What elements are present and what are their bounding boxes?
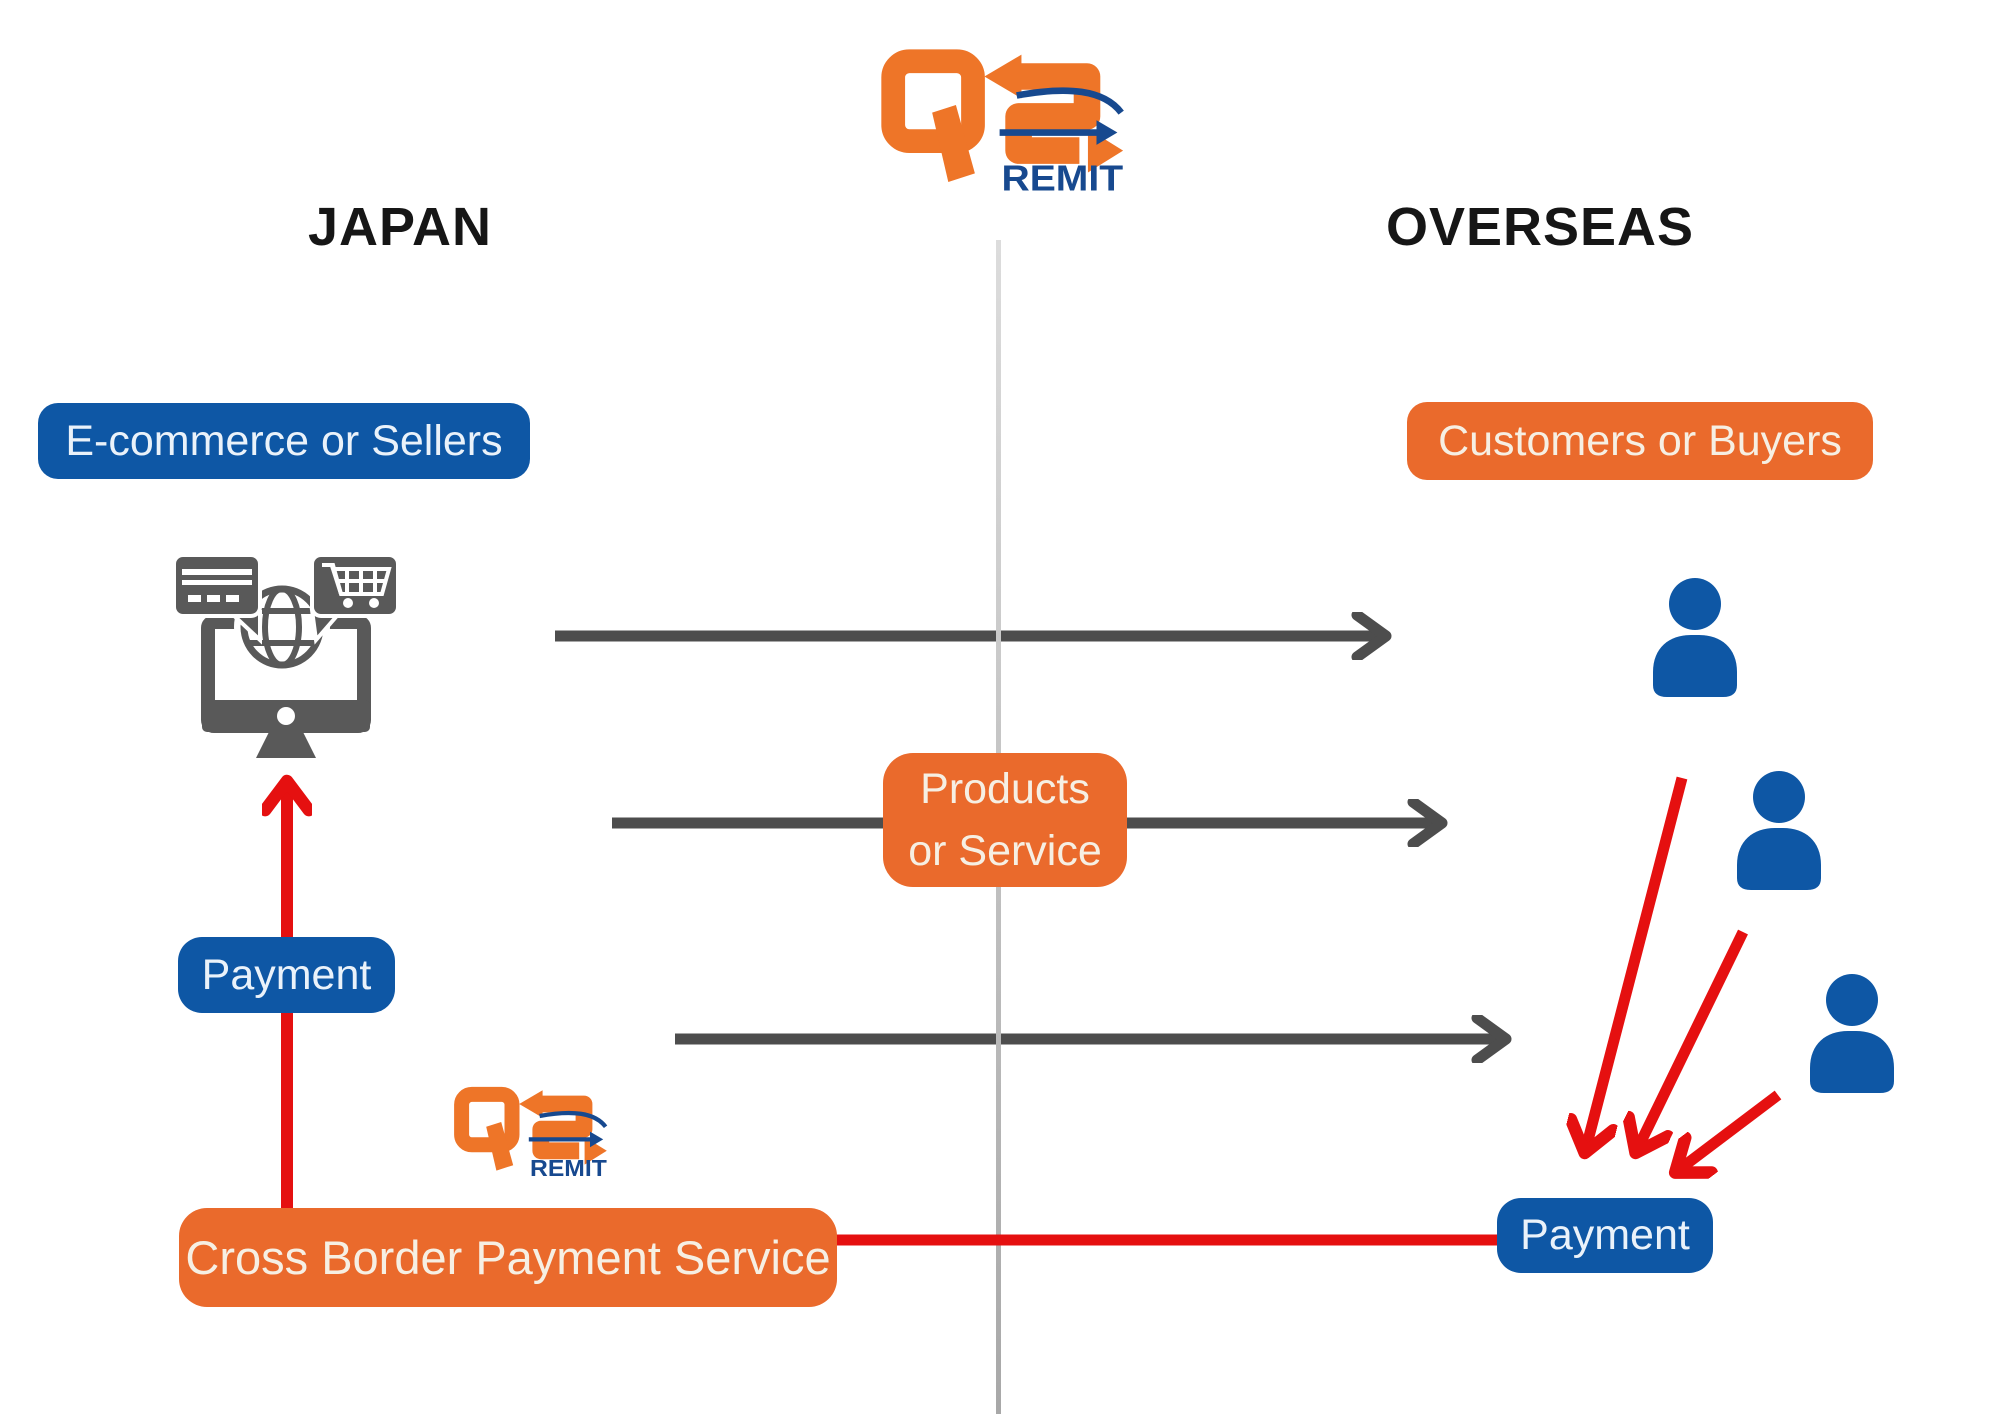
buyer-payment-arrow-1 <box>1585 776 1688 1152</box>
region-label-overseas: OVERSEAS <box>1385 197 1695 257</box>
shopping-cart-icon <box>309 553 400 645</box>
region-label-japan: JAPAN <box>307 197 493 257</box>
sellers-badge: E-commerce or Sellers <box>38 403 530 479</box>
qs-remit-logo <box>893 55 1123 199</box>
products-line1: Products <box>920 764 1090 813</box>
person-icon-3 <box>1810 974 1894 1093</box>
cross-border-payment-badge: Cross Border Payment Service <box>179 1208 837 1307</box>
buyer-payment-arrow-3 <box>1676 1090 1782 1172</box>
products-or-service-badge: Products or Service <box>883 753 1127 887</box>
person-icon-2 <box>1737 771 1821 890</box>
buyers-badge: Customers or Buyers <box>1407 402 1873 480</box>
ecommerce-monitor-icon <box>172 553 400 758</box>
credit-card-icon <box>172 553 262 645</box>
payment-badge-left: Payment <box>178 937 395 1013</box>
buyer-payment-arrow-2 <box>1636 929 1748 1152</box>
products-line2: or Service <box>908 827 1102 875</box>
person-icon-1 <box>1653 578 1737 697</box>
payment-badge-right: Payment <box>1497 1198 1713 1273</box>
qs-remit-logo-small <box>462 1090 607 1181</box>
